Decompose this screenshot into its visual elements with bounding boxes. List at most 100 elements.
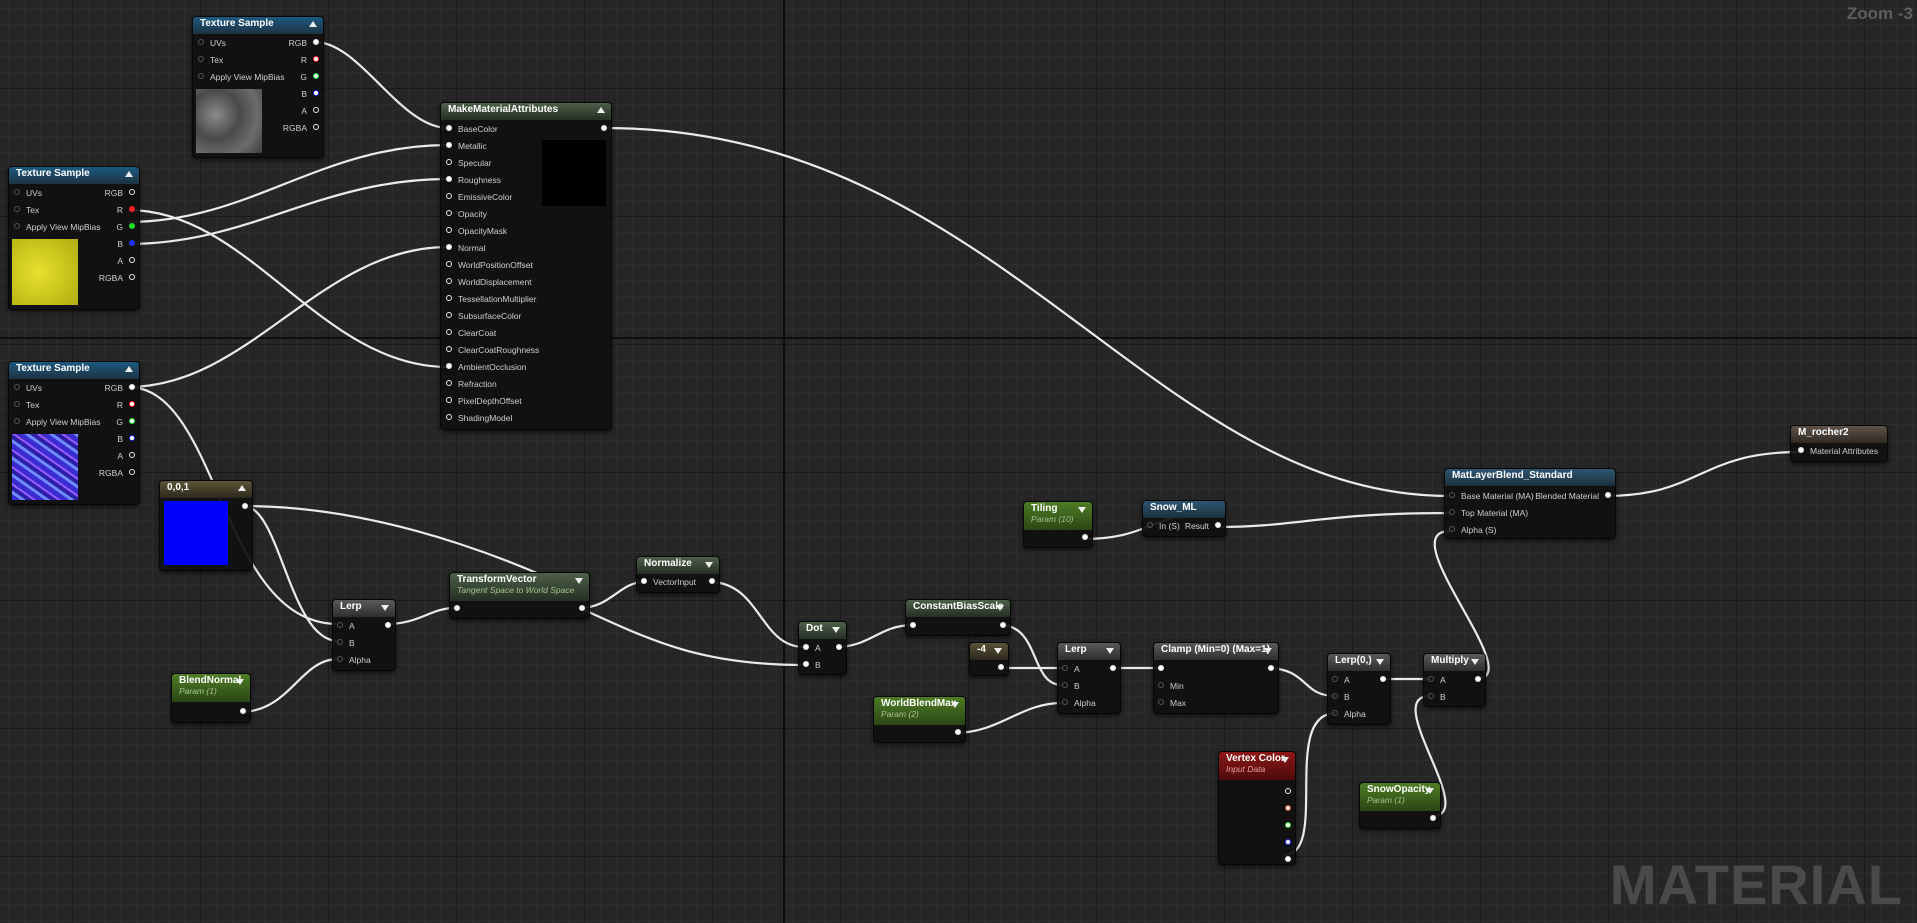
input-pin-b[interactable]: B bbox=[1062, 681, 1080, 691]
input-pin-b[interactable]: B bbox=[337, 638, 355, 648]
collapse-icon[interactable] bbox=[309, 21, 317, 27]
node-header[interactable]: MatLayerBlend_Standard bbox=[1445, 469, 1615, 486]
input-pin-alpha[interactable]: Alpha (S) bbox=[1449, 525, 1496, 535]
pin-connector-icon[interactable] bbox=[14, 401, 20, 407]
pin-connector-icon[interactable] bbox=[1062, 699, 1068, 705]
multiply-node[interactable]: Multiply A B bbox=[1423, 653, 1486, 707]
output-pin-rgba[interactable]: RGBA bbox=[283, 123, 319, 133]
pin-connector-icon[interactable] bbox=[313, 107, 319, 113]
input-pin-opacitymask[interactable]: OpacityMask bbox=[446, 226, 507, 236]
input-pin-refraction[interactable]: Refraction bbox=[446, 379, 497, 389]
node-header[interactable]: -4 bbox=[970, 643, 1008, 660]
pin-connector-icon[interactable] bbox=[198, 73, 204, 79]
pin-connector-icon[interactable] bbox=[446, 414, 452, 420]
node-header[interactable]: Clamp (Min=0) (Max=1) bbox=[1154, 643, 1278, 660]
pin-connector-icon[interactable] bbox=[1285, 805, 1291, 811]
pin-connector-icon[interactable] bbox=[446, 193, 452, 199]
dropdown-icon[interactable] bbox=[1281, 757, 1289, 763]
input-pin-opacity[interactable]: Opacity bbox=[446, 209, 487, 219]
pin-connector-icon[interactable] bbox=[1158, 699, 1164, 705]
input-pin-uvs[interactable]: UVs bbox=[14, 188, 42, 198]
pin-connector-icon[interactable] bbox=[446, 227, 452, 233]
lerp-node-2[interactable]: Lerp A B Alpha bbox=[1057, 642, 1121, 714]
node-header[interactable]: Multiply bbox=[1424, 654, 1485, 671]
input-pin-mipbias[interactable]: Apply View MipBias bbox=[198, 72, 285, 82]
dropdown-icon[interactable] bbox=[994, 648, 1002, 654]
pin-connector-icon[interactable] bbox=[129, 384, 135, 390]
input-pin-pixeldepth[interactable]: PixelDepthOffset bbox=[446, 396, 522, 406]
pin-connector-icon[interactable] bbox=[1428, 693, 1434, 699]
pin-connector-icon[interactable] bbox=[1158, 665, 1164, 671]
input-pin-emissive[interactable]: EmissiveColor bbox=[446, 192, 512, 202]
pin-connector-icon[interactable] bbox=[14, 206, 20, 212]
dropdown-icon[interactable] bbox=[705, 562, 713, 568]
make-material-attributes-node[interactable]: MakeMaterialAttributes BaseColor Metalli… bbox=[440, 102, 612, 430]
output-pin-result[interactable]: Result bbox=[1185, 521, 1221, 531]
pin-connector-icon[interactable] bbox=[129, 452, 135, 458]
pin-connector-icon[interactable] bbox=[1475, 676, 1481, 682]
pin-connector-icon[interactable] bbox=[385, 622, 391, 628]
input-pin-alpha[interactable]: Alpha bbox=[1062, 698, 1096, 708]
pin-connector-icon[interactable] bbox=[1285, 839, 1291, 845]
node-header[interactable]: Dot bbox=[799, 622, 846, 639]
pin-connector-icon[interactable] bbox=[313, 90, 319, 96]
pin-connector-icon[interactable] bbox=[1428, 676, 1434, 682]
node-header[interactable]: Lerp bbox=[333, 600, 395, 617]
node-header[interactable]: 0,0,1 bbox=[160, 481, 252, 498]
input-pin-max[interactable]: Max bbox=[1158, 698, 1186, 708]
pin-connector-icon[interactable] bbox=[1062, 665, 1068, 671]
dropdown-icon[interactable] bbox=[1264, 648, 1272, 654]
input-pin-normal[interactable]: Normal bbox=[446, 243, 485, 253]
pin-connector-icon[interactable] bbox=[129, 418, 135, 424]
pin-connector-icon[interactable] bbox=[129, 223, 135, 229]
dropdown-icon[interactable] bbox=[1106, 648, 1114, 654]
input-pin-b[interactable]: B bbox=[803, 660, 821, 670]
pin-connector-icon[interactable] bbox=[1332, 710, 1338, 716]
pin-connector-icon[interactable] bbox=[129, 257, 135, 263]
input-pin-roughness[interactable]: Roughness bbox=[446, 175, 501, 185]
pin-connector-icon[interactable] bbox=[129, 469, 135, 475]
pin-connector-icon[interactable] bbox=[129, 240, 135, 246]
pin-connector-icon[interactable] bbox=[14, 189, 20, 195]
pin-connector-icon[interactable] bbox=[1605, 492, 1611, 498]
node-header[interactable]: M_rocher2 bbox=[1791, 426, 1887, 443]
pin-connector-icon[interactable] bbox=[1285, 822, 1291, 828]
input-pin-ao[interactable]: AmbientOcclusion bbox=[446, 362, 527, 372]
pin-connector-icon[interactable] bbox=[446, 312, 452, 318]
snow-ml-function-node[interactable]: Snow_ML In (S) Result bbox=[1142, 500, 1226, 537]
pin-connector-icon[interactable] bbox=[337, 639, 343, 645]
pin-connector-icon[interactable] bbox=[1380, 676, 1386, 682]
constantbiasscale-node[interactable]: ConstantBiasScale bbox=[905, 599, 1011, 636]
pin-connector-icon[interactable] bbox=[446, 210, 452, 216]
pin-connector-icon[interactable] bbox=[446, 380, 452, 386]
dot-node[interactable]: Dot A B bbox=[798, 621, 847, 675]
output-pin-r[interactable]: R bbox=[117, 205, 135, 215]
dropdown-icon[interactable] bbox=[1471, 659, 1479, 665]
pin-connector-icon[interactable] bbox=[1110, 665, 1116, 671]
pin-connector-icon[interactable] bbox=[446, 261, 452, 267]
pin-connector-icon[interactable] bbox=[198, 56, 204, 62]
input-pin-subsurface[interactable]: SubsurfaceColor bbox=[446, 311, 521, 321]
pin-connector-icon[interactable] bbox=[129, 206, 135, 212]
pin-connector-icon[interactable] bbox=[1285, 788, 1291, 794]
clamp-node[interactable]: Clamp (Min=0) (Max=1) Min Max bbox=[1153, 642, 1279, 714]
pin-connector-icon[interactable] bbox=[446, 125, 452, 131]
pin-connector-icon[interactable] bbox=[1430, 815, 1436, 821]
input-pin-alpha[interactable]: Alpha bbox=[337, 655, 371, 665]
output-pin-rgb[interactable]: RGB bbox=[105, 383, 135, 393]
node-header[interactable]: Normalize bbox=[637, 557, 719, 574]
dropdown-icon[interactable] bbox=[832, 627, 840, 633]
pin-connector-icon[interactable] bbox=[313, 39, 319, 45]
pin-connector-icon[interactable] bbox=[1285, 856, 1291, 862]
pin-connector-icon[interactable] bbox=[1268, 665, 1274, 671]
pin-connector-icon[interactable] bbox=[129, 435, 135, 441]
pin-connector-icon[interactable] bbox=[313, 124, 319, 130]
pin-connector-icon[interactable] bbox=[1449, 492, 1455, 498]
